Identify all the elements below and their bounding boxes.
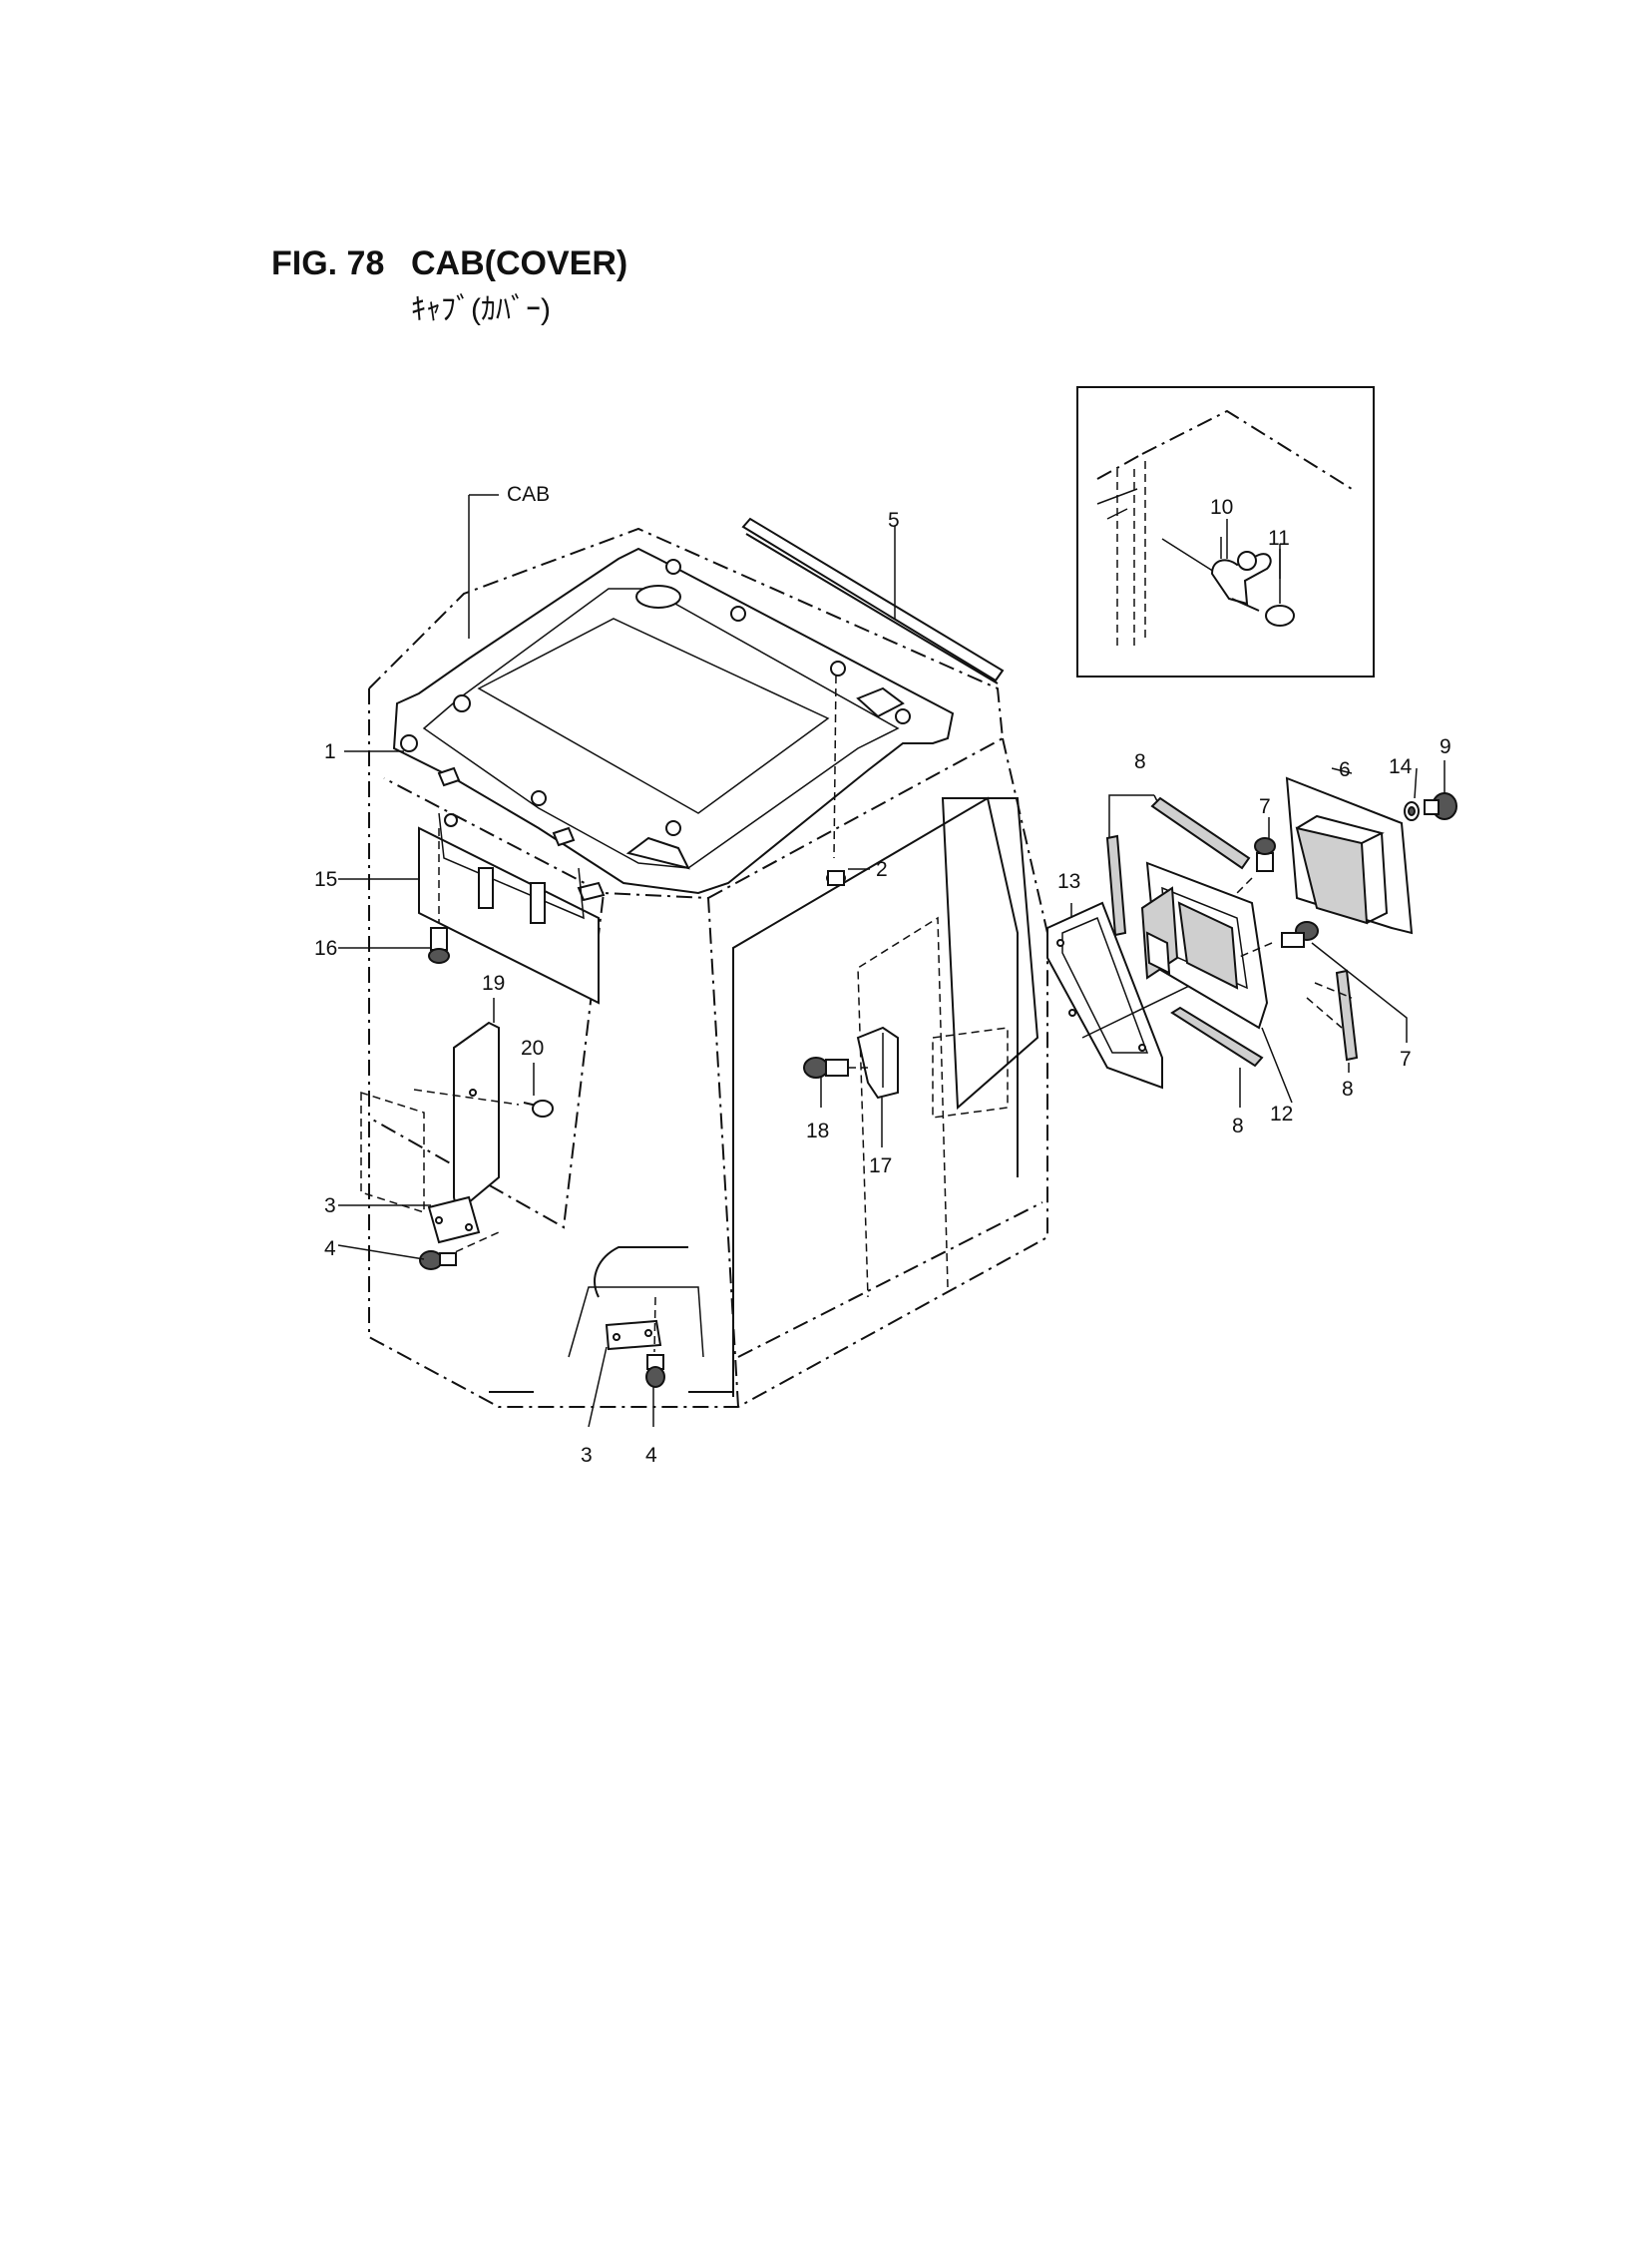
callout-1: 1: [324, 740, 336, 763]
callout-19: 19: [482, 972, 505, 995]
callout-9: 9: [1440, 735, 1451, 758]
bolt-7-upper: [1236, 837, 1276, 894]
door-catch: [856, 1026, 899, 1100]
strip-8-upper: [1150, 796, 1251, 870]
callout-13: 13: [1057, 870, 1080, 893]
callout-15: 15: [314, 868, 337, 891]
inner-panel: [453, 1021, 500, 1214]
knob-9: [1424, 792, 1457, 820]
callout-12: 12: [1270, 1103, 1293, 1126]
door-catch-bolt: [803, 1057, 868, 1079]
figure-number: FIG. 78: [271, 244, 385, 282]
callout-5: 5: [888, 509, 900, 532]
callout-3-side: 3: [324, 1194, 336, 1217]
mount-frame: [1140, 861, 1269, 1030]
washer-14: [1404, 801, 1420, 821]
bolt-7-lower: [1236, 921, 1319, 959]
bottom-bracket: [605, 1319, 662, 1351]
cab-label: CAB: [507, 483, 550, 506]
cab-outline: [360, 527, 1048, 1408]
callout-2: 2: [876, 858, 888, 881]
strip-8-lower: [1170, 1006, 1264, 1068]
inner-panel-bolt: [413, 1089, 554, 1118]
callout-4-bottom: 4: [645, 1444, 657, 1467]
figure-title: CAB(COVER): [411, 244, 628, 282]
roof-rail: [741, 517, 1005, 684]
callout-17: 17: [869, 1154, 892, 1177]
strip-8-right: [1335, 969, 1359, 1062]
inset-detail-box: [1076, 386, 1375, 678]
callout-7-upper: 7: [1259, 795, 1271, 818]
cover-box: [1285, 776, 1414, 935]
roof-plug: [826, 675, 846, 886]
leader-lines: [337, 494, 1446, 1428]
roof-panel: [392, 547, 955, 902]
callout-8-right: 8: [1342, 1078, 1354, 1101]
strip-8-upper-left: [1105, 834, 1127, 937]
callout-14: 14: [1389, 755, 1413, 778]
visor-panel: [418, 812, 600, 1005]
latch-part: [1210, 551, 1272, 606]
callout-4-side: 4: [324, 1237, 336, 1260]
callout-20: 20: [521, 1037, 544, 1060]
callout-8-lower: 8: [1232, 1115, 1244, 1137]
side-bracket-bolt: [419, 1231, 500, 1270]
callout-10: 10: [1210, 496, 1233, 519]
visor-bolt: [428, 828, 450, 964]
bottom-bracket-bolt: [645, 1296, 665, 1388]
figure-subtitle-jp: ｷｬﾌﾞ(ｶﾊﾞｰ): [411, 293, 551, 326]
callout-16: 16: [314, 937, 337, 960]
callout-6: 6: [1339, 758, 1351, 781]
callout-8-upper: 8: [1134, 750, 1146, 773]
callout-3-bottom: 3: [581, 1444, 593, 1467]
callout-11: 11: [1268, 527, 1290, 550]
latch-bolt: [1231, 598, 1295, 627]
seal-gasket: [1046, 901, 1248, 1090]
side-bracket: [427, 1195, 481, 1244]
callout-18: 18: [806, 1120, 829, 1142]
callout-7-lower: 7: [1400, 1048, 1412, 1071]
